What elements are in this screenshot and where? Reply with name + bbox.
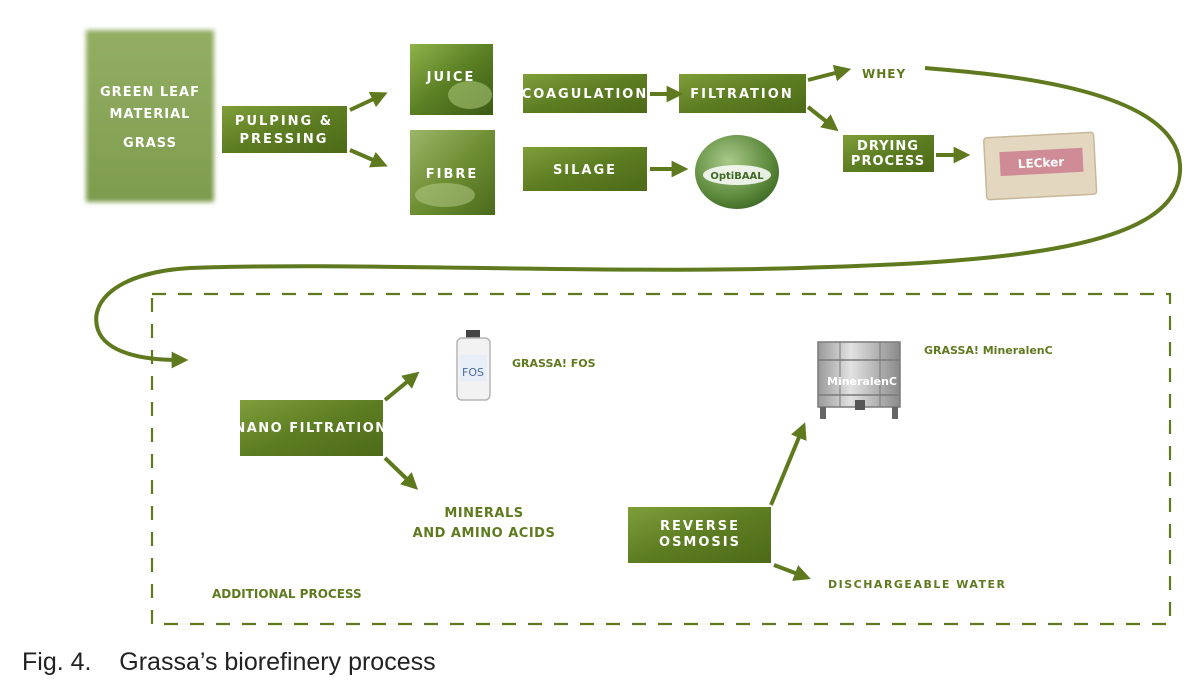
juice-label: JUICE (426, 70, 476, 85)
fibre-label: FIBRE (426, 167, 479, 182)
juice-box: JUICE (410, 44, 493, 115)
arrow-icon (383, 456, 419, 490)
figure-caption: Fig. 4. Grassa’s biorefinery process (22, 648, 436, 677)
fos-bottle: FOS (456, 330, 491, 401)
nano-label: NANO FILTRATION (234, 421, 387, 436)
source-box: GREEN LEAF MATERIAL GRASS (86, 30, 214, 202)
arrow-icon (807, 64, 852, 82)
silage-box: SILAGE (523, 147, 647, 191)
lecker-label: LECker (1017, 155, 1064, 171)
reverse-line-2: OSMOSIS (659, 535, 741, 550)
drying-line-2: PROCESS (851, 154, 925, 169)
arrow-icon (383, 371, 420, 402)
bottom-arrows (383, 371, 811, 581)
arrow-icon (773, 563, 811, 581)
tank-icon (817, 341, 901, 408)
fos-bottle-label: FOS (462, 366, 484, 379)
fibre-box: FIBRE (410, 130, 495, 215)
pulping-line-1: PULPING & (235, 114, 333, 129)
caption-fig: Fig. 4. (22, 648, 92, 676)
nano-filtration-box: NANO FILTRATION (234, 400, 387, 456)
connector-curve (94, 66, 1183, 369)
optibaal-label: OptiBAAL (710, 171, 764, 182)
diagram-canvas: GREEN LEAF MATERIAL GRASS PULPING & PRES… (86, 30, 1183, 626)
whey-label: WHEY (862, 67, 906, 81)
source-line-3: GRASS (123, 136, 177, 151)
source-line-1: GREEN LEAF (100, 85, 200, 100)
mineralenc-product-label: GRASSA! MineralenC (924, 344, 1053, 357)
reverse-osmosis-box: REVERSE OSMOSIS (628, 507, 771, 563)
filtration-label: FILTRATION (690, 87, 793, 102)
silage-label: SILAGE (553, 163, 617, 178)
source-line-2: MATERIAL (110, 107, 191, 122)
coagulation-label: COAGULATION (522, 87, 649, 102)
optibaal-bale: OptiBAAL (695, 135, 779, 209)
drying-box: DRYING PROCESS (843, 135, 934, 172)
additional-process-region (150, 292, 1172, 626)
pulping-line-2: PRESSING (240, 132, 329, 147)
additional-process-label: ADDITIONAL PROCESS (212, 587, 362, 601)
filtration-box: FILTRATION (679, 74, 806, 113)
mineralenc-tank: MineralenC (817, 341, 901, 419)
reverse-line-1: REVERSE (660, 519, 740, 534)
drying-line-1: DRYING (857, 139, 919, 154)
arrow-icon (349, 148, 388, 168)
mineralenc-tank-label: MineralenC (827, 375, 897, 388)
lecker-package: LECker (983, 131, 1098, 201)
pulping-box: PULPING & PRESSING (222, 106, 347, 153)
arrow-icon (349, 91, 388, 112)
arrow-icon (806, 105, 839, 132)
fos-product-label: GRASSA! FOS (512, 357, 596, 370)
minerals-line-1: MINERALS (444, 506, 523, 521)
top-arrows (349, 64, 971, 178)
caption-text: Grassa’s biorefinery process (119, 648, 436, 676)
coagulation-box: COAGULATION (522, 74, 649, 113)
water-label: DISCHARGEABLE WATER (828, 578, 1007, 591)
arrow-icon (769, 422, 807, 506)
minerals-line-2: AND AMINO ACIDS (413, 526, 556, 541)
